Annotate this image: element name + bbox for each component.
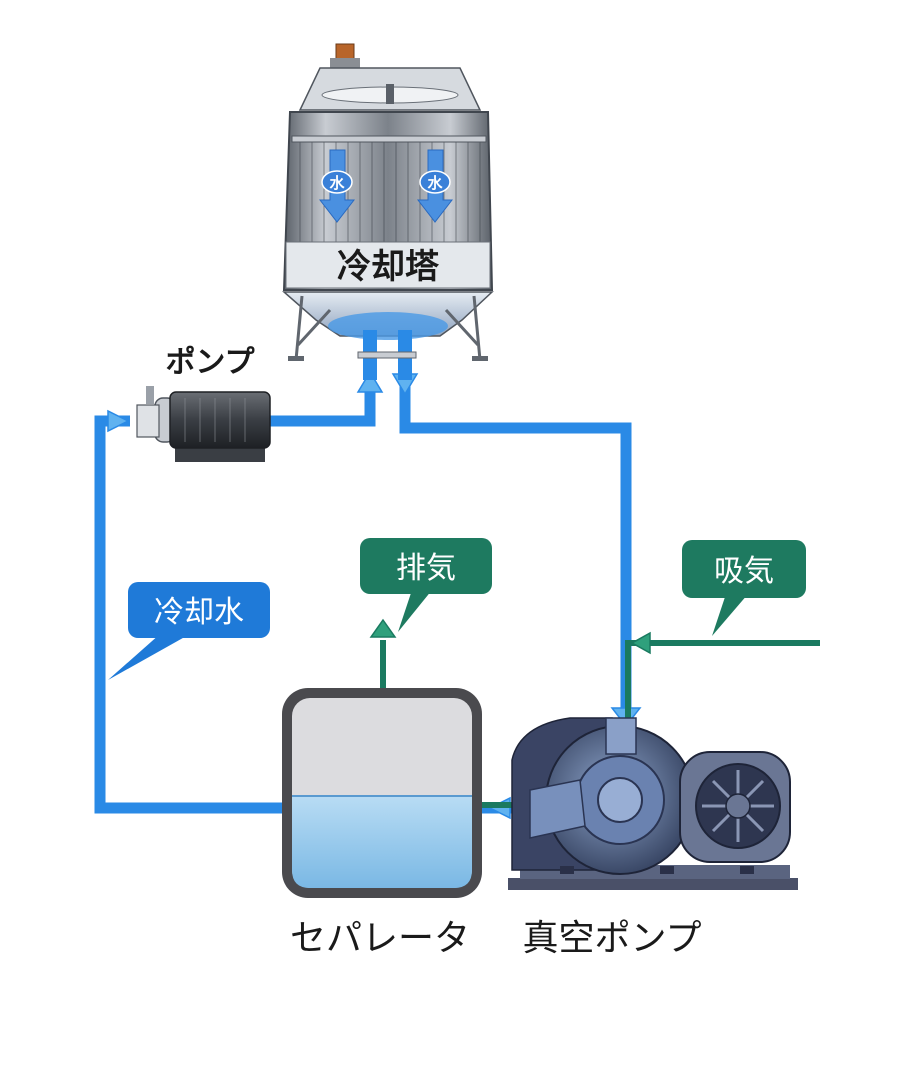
intake-label: 吸気 [714,554,774,589]
pump: ポンプ [136,345,271,462]
tower-water-arrow-left: 水 [318,149,356,223]
exhaust-label: 排気 [396,551,456,586]
cooling-water-label: 冷却水 [154,595,244,630]
vacuum-pump [508,717,798,890]
arrow-intake [630,631,651,655]
intake-callout: 吸気 [682,540,806,636]
cooling-tower-label: 冷却塔 [337,247,440,287]
water-mark-right: 水 [427,174,443,192]
arrow-up-supply [356,370,384,393]
tower-water-arrow-right: 水 [416,149,454,223]
tower-fill-lines [299,140,481,258]
separator [282,688,482,898]
arrow-right-pump [107,409,130,433]
pump-label: ポンプ [165,345,255,380]
arrow-exhaust-top [369,618,397,638]
cooling-water-callout: 冷却水 [108,582,270,680]
separator-label: セパレータ [290,918,470,959]
cooling-tower: 水 水 冷却塔 [282,43,494,380]
exhaust-callout: 排気 [360,538,492,632]
vacuum-pump-label: 真空ポンプ [523,918,702,959]
water-mark-left: 水 [329,174,345,192]
